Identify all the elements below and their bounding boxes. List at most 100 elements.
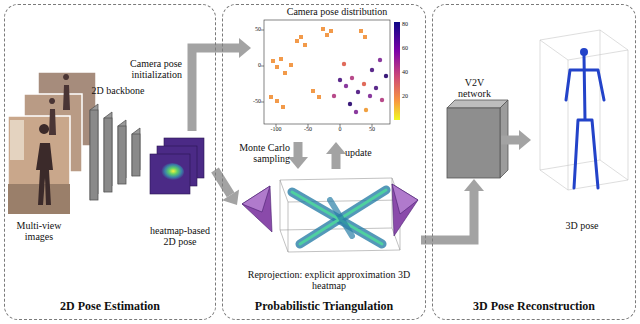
scatter-points-purple [364,108,368,112]
wireframe-volume [280,178,400,252]
network-box: V2V network [448,109,501,179]
pose-axes [540,160,628,190]
stage-title: 2D Pose Estimation [5,300,215,313]
stage-panel: 3D Pose ReconstructionV2V network3D pose [432,4,636,320]
arrow-head [288,157,308,169]
pose-plot: 3D pose [531,21,633,233]
camera-frustums [242,186,270,212]
tick-label: -50 [247,98,261,105]
scatter-points-purple [350,76,354,80]
backbone-network [90,104,140,200]
edge-label: Monte Carlo sampling [224,142,290,164]
backbone-network [90,110,98,200]
heatmap-layers [160,163,184,181]
part-label: 2D backbone [86,85,150,96]
camera-frustums [392,184,418,214]
pose-skeleton [566,48,604,188]
scatter-points-purple [356,90,360,94]
part-label: Multi-view images [8,220,70,242]
arrow-head [239,38,251,58]
arrow-shaft [294,142,303,157]
pose-skeleton [566,56,604,188]
pose-axes [540,30,628,190]
multi-view-photos [8,72,96,214]
stage-title: Probabilistic Triangulation [223,300,425,313]
scatter-points-orange [295,39,299,43]
tick-label: 80 [402,21,420,28]
scatter-points-purple [368,94,372,98]
edge-label: Camera pose initialization [116,58,182,80]
scatter-axes [264,20,390,124]
backbone-network [118,120,126,184]
backbone-network [132,134,140,176]
stage-panel: Probabilistic Triangulation Camera pose d… [222,4,426,320]
camera-frustums [392,184,418,236]
cross-heatmap [292,190,386,244]
flow-arrow [326,142,346,169]
scatter-points-purple [362,82,366,86]
flow-arrow [288,142,308,169]
scatter-points-purple [380,98,384,102]
scatter-points-purple [378,58,382,62]
cross-heatmap [300,190,386,244]
cross-heatmap [330,200,352,236]
v2v-cube [447,100,508,178]
backbone-network [118,126,126,184]
scatter-axes [261,30,372,127]
figure-label: heatmap-based 2D pose [145,225,215,247]
figure-label: Reprojection: explicit approximation 3D … [237,269,421,291]
v2v-cube [447,108,500,178]
heatmap-layers [150,138,204,194]
stage-panel: 2D Pose Estimation heatmap-based 2D pose [4,4,216,320]
scatter-axes [394,22,400,120]
scatter-points-orange [269,95,273,99]
multi-view-photos [49,98,56,135]
scatter-points-orange [275,99,279,103]
backbone-network [132,128,140,176]
scatter-points-purple [332,58,388,114]
scatter-points-orange [329,29,333,33]
scatter-points-orange [311,89,315,93]
multi-view-photos [36,124,53,205]
arrow-head [326,142,346,154]
tick-label: 50 [247,26,261,33]
edge-label: update [345,147,389,158]
cross-heatmap [300,190,386,244]
scatter-points-orange [299,35,303,39]
scatter-points-orange [279,57,283,61]
scatter-points-orange [289,63,293,67]
arrow-shaft [421,191,474,240]
v2v-cube [447,100,508,108]
wireframe-volume [280,178,400,252]
arrow-head [464,179,484,191]
tick-label: -50 [298,126,318,133]
scatter-points-orange [359,29,363,33]
camera-frustums [242,184,418,236]
flow-arrow [215,170,239,205]
scatter-plot: Camera pose distribution [251,5,423,142]
scatter-axes [261,20,400,127]
camera-frustums [242,186,272,232]
tick-label: 50 [362,126,382,133]
flow-arrow [421,179,484,240]
tick-label: -100 [266,126,286,133]
scatter-points-purple [338,78,342,82]
arrow-shaft [501,136,519,145]
scatter-points-purple [370,68,374,72]
figure-label: V2V network [448,77,501,99]
flow-arrow [501,130,531,150]
scatter-points-orange [321,27,325,31]
arrow-head [519,130,531,150]
scatter-points-orange [275,65,279,69]
backbone-network [90,104,98,200]
figure-label: Camera pose distribution [251,6,423,17]
scatter-points-orange [325,33,329,37]
scatter-points-orange [281,105,285,109]
arrow-shaft [332,154,341,169]
tick-label: 0 [247,62,261,69]
scatter-points-orange [303,43,307,47]
multi-view-photos [63,74,70,110]
backbone-network [104,118,112,192]
scatter-points-purple [374,86,378,90]
tick-label: 60 [402,45,420,52]
